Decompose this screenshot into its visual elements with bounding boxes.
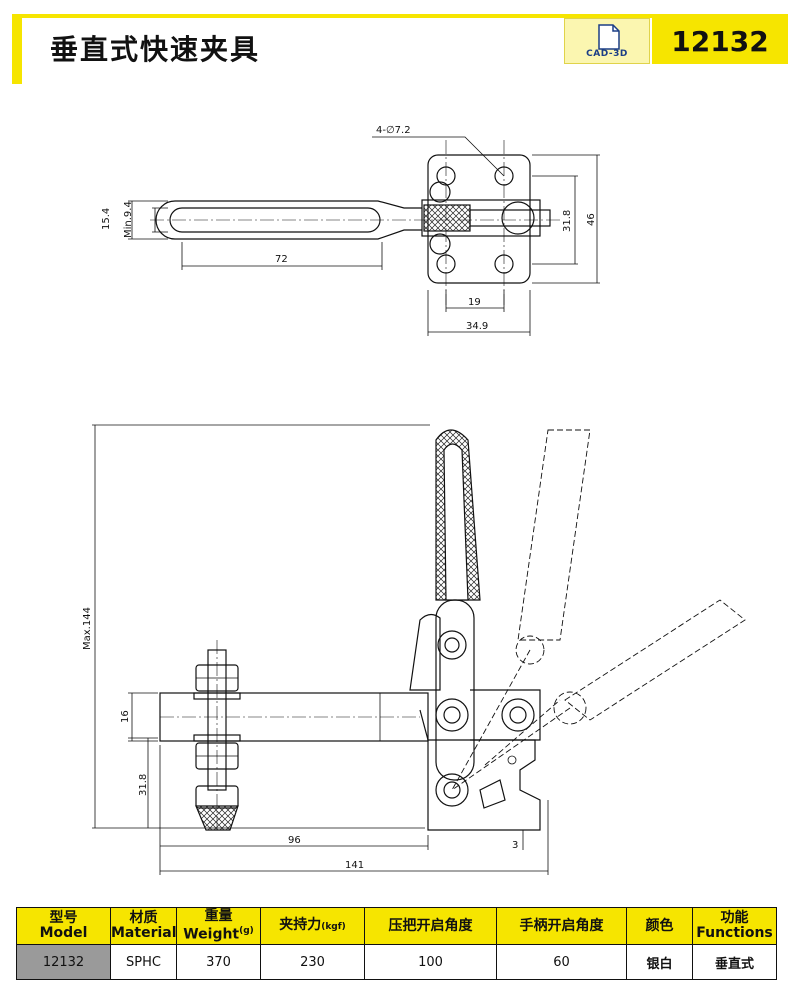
header-holding-force: 夹持力(kgf)	[260, 907, 365, 945]
spec-table: 型号 Model 材质 Material 重量 Weight(g) 夹持力(kg…	[16, 907, 777, 980]
header-model: 型号 Model	[16, 907, 111, 945]
header-handle-angle: 手柄开启角度	[496, 907, 627, 945]
cell-handle-angle: 60	[496, 944, 627, 980]
dim-3: 3	[512, 840, 518, 851]
dim-max-144: Max.144	[82, 607, 93, 650]
hole-callout: 4-∅7.2	[376, 125, 411, 136]
dim-15-4: 15.4	[101, 208, 112, 230]
cell-color: 银白	[626, 944, 693, 980]
dim-34-9: 34.9	[466, 321, 488, 332]
dim-96: 96	[288, 835, 301, 846]
cell-bar-angle: 100	[364, 944, 497, 980]
top-view	[128, 136, 600, 336]
spec-table-header: 型号 Model 材质 Material 重量 Weight(g) 夹持力(kg…	[16, 907, 777, 945]
cell-model: 12132	[16, 944, 111, 980]
header-color: 颜色	[626, 907, 693, 945]
header-top-rule	[12, 14, 788, 18]
header-function: 功能 Functions	[692, 907, 777, 945]
technical-drawing: 4-∅7.2 15.4 Min.9.4 72 31.8 46 19 34.9	[82, 125, 746, 875]
header-weight: 重量 Weight(g)	[176, 907, 261, 945]
side-view	[92, 424, 746, 875]
cad-3d-label: CAD-3D	[586, 49, 628, 59]
dim-31-8-top: 31.8	[562, 210, 573, 232]
model-number-badge: 12132	[652, 18, 788, 64]
dim-31-8-side: 31.8	[138, 774, 149, 796]
document-icon	[598, 24, 620, 50]
dim-16: 16	[120, 710, 131, 723]
dim-19: 19	[468, 297, 481, 308]
dim-min-9-4: Min.9.4	[123, 201, 134, 238]
header-material: 材质 Material	[110, 907, 177, 945]
header-bar-angle: 压把开启角度	[364, 907, 497, 945]
model-number: 12132	[671, 25, 769, 58]
table-row: 12132 SPHC 370 230 100 60 银白 垂直式	[16, 944, 777, 980]
dim-72: 72	[275, 254, 288, 265]
header-accent-bar	[12, 14, 22, 84]
dim-141: 141	[345, 860, 364, 871]
page-title: 垂直式快速夹具	[50, 33, 261, 66]
cell-holding-force: 230	[260, 944, 365, 980]
cell-material: SPHC	[110, 944, 177, 980]
dim-46: 46	[586, 213, 597, 226]
cell-function: 垂直式	[692, 944, 777, 980]
cad-3d-badge[interactable]: CAD-3D	[564, 18, 650, 64]
cell-weight: 370	[176, 944, 261, 980]
